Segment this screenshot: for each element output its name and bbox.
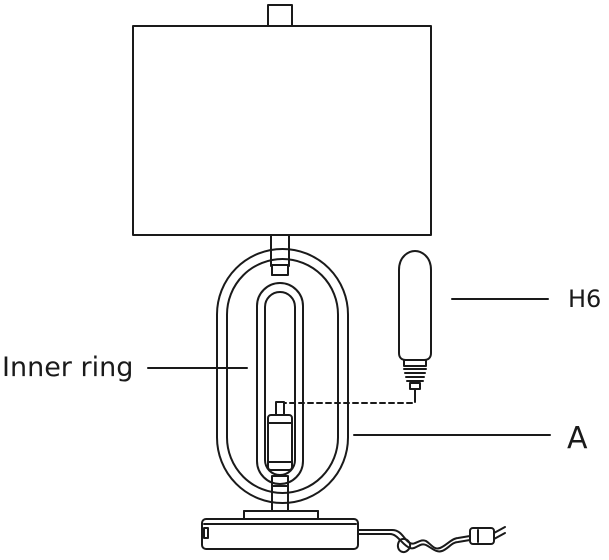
base-assembly-label: A [567,421,588,456]
finial [267,4,293,27]
power-cord [357,529,471,554]
outer-ring [216,248,349,504]
bulb-label: H6 [568,285,602,313]
inner-ring [256,282,304,485]
lampshade [132,25,432,236]
socket [267,401,293,471]
bulb-thread [403,368,427,382]
install-path-dashed [283,396,416,404]
inner-ring-label: Inner ring [2,352,134,383]
bulb [398,250,432,398]
plug-icon [469,526,506,545]
lamp-base [201,518,359,550]
lower-stem [243,485,319,520]
